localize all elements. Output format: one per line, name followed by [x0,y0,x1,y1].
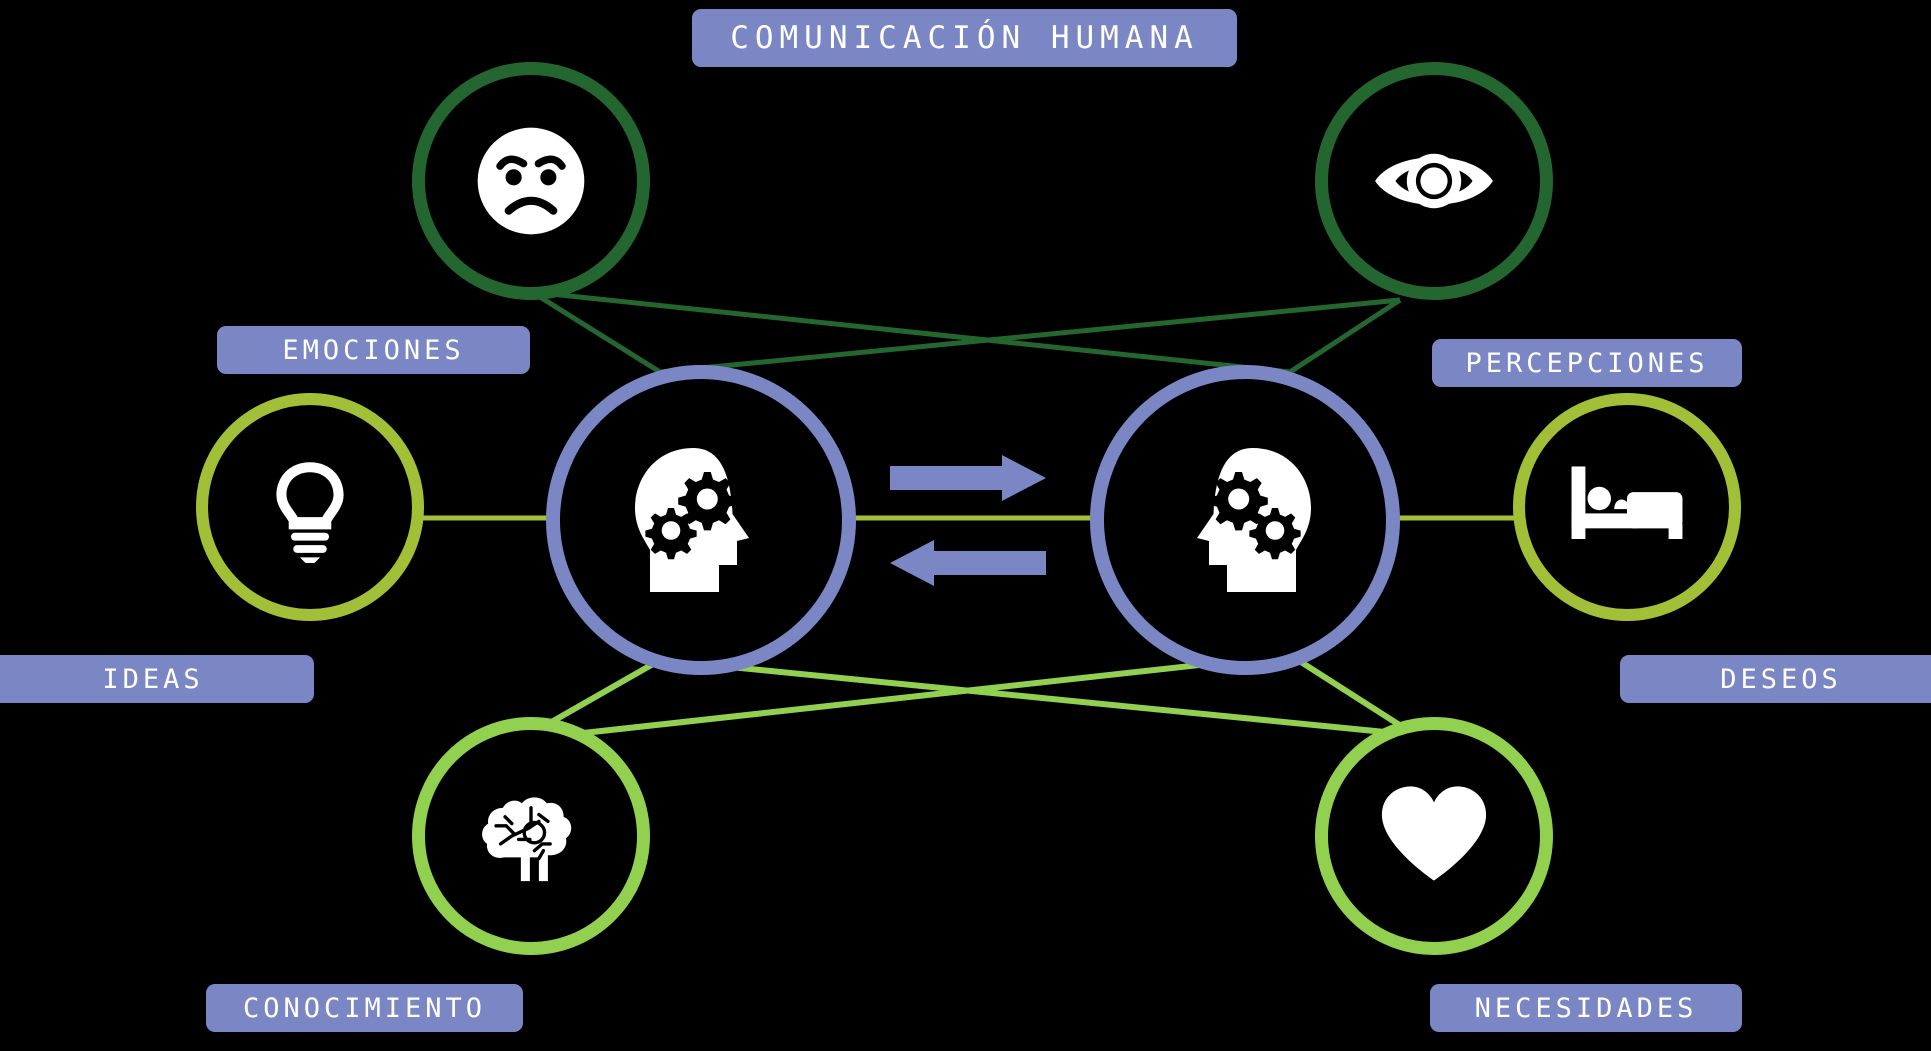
label-deseos: DESEOS [1620,655,1931,703]
heart-icon [1381,786,1487,881]
head-with-gears-icon [635,448,749,592]
label-ideas-text: IDEAS [102,663,204,695]
line-necesidades-left-head [659,657,1416,738]
label-deseos-text: DESEOS [1720,663,1842,695]
node-percepciones[interactable] [1315,62,1553,300]
line-emociones-right-head [531,289,1291,375]
label-percepciones-text: PERCEPCIONES [1465,347,1709,379]
head-with-gears-mirrored-icon [1197,448,1311,592]
line-emociones-left-head [530,289,662,375]
node-left-head[interactable] [546,365,856,675]
node-right-head[interactable] [1090,365,1400,675]
node-conocimiento[interactable] [412,717,650,955]
label-conocimiento: CONOCIMIENTO [206,984,523,1032]
brain-icon [482,797,572,882]
label-ideas: IDEAS [0,655,314,703]
eye-icon [1375,153,1493,209]
page-title-text: COMUNICACIÓN HUMANA [730,20,1199,56]
sad-face-icon [477,127,585,235]
page-title: COMUNICACIÓN HUMANA [692,9,1237,67]
line-percepciones-left-head [659,297,1401,375]
node-deseos[interactable] [1513,393,1741,621]
lightbulb-icon [276,462,344,563]
label-necesidades-text: NECESIDADES [1474,992,1698,1024]
label-emociones: EMOCIONES [217,326,530,374]
line-conocimiento-right-head [519,652,1291,743]
node-necesidades[interactable] [1315,717,1553,955]
arrow-right-icon [890,455,1046,501]
line-percepciones-right-head [1288,297,1402,375]
label-conocimiento-text: CONOCIMIENTO [242,992,487,1024]
label-necesidades: NECESIDADES [1430,984,1742,1032]
line-necesidades-right-head [1288,652,1417,738]
arrow-left-icon [890,540,1046,586]
label-emociones-text: EMOCIONES [282,334,465,366]
node-emociones[interactable] [412,62,650,300]
label-percepciones: PERCEPCIONES [1432,339,1742,387]
bed-icon [1571,466,1683,539]
node-ideas[interactable] [196,393,424,621]
